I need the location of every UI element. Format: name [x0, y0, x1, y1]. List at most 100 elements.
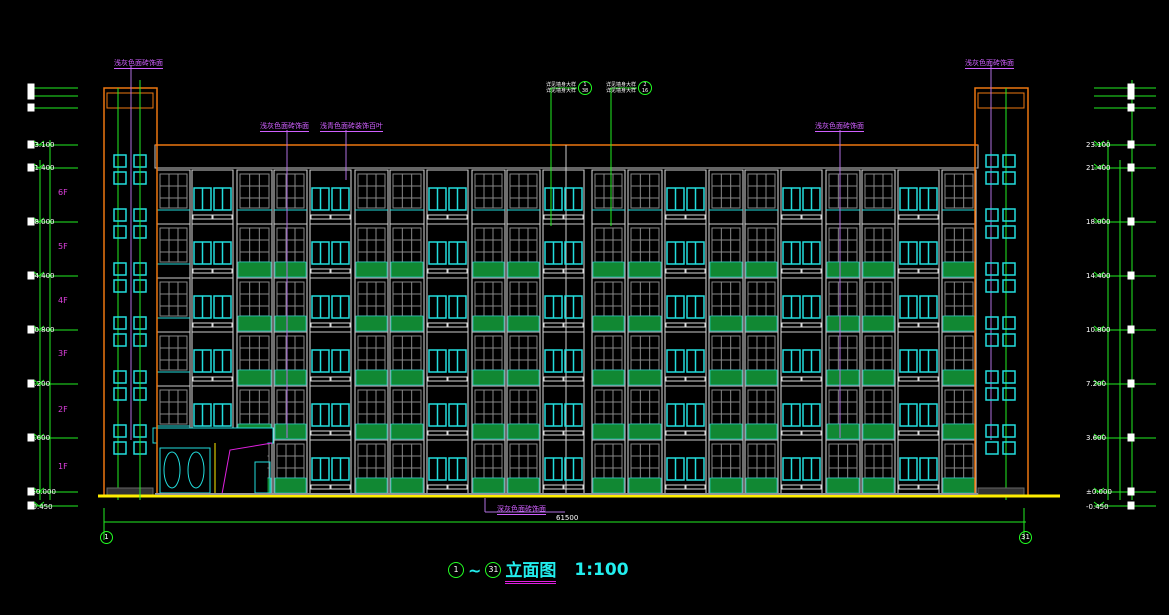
- dimension-tick-block: [27, 379, 35, 388]
- stair-tower-outline: [974, 87, 1029, 497]
- elevation-symbol: [1093, 271, 1105, 277]
- grid-window: [630, 281, 660, 317]
- balcony-railing: [472, 315, 505, 332]
- dimension-tick-block: [1127, 433, 1135, 442]
- louver: [447, 214, 468, 220]
- floor-label: 1F: [58, 462, 68, 471]
- dimension-tick-block: [1127, 325, 1135, 334]
- axis-bubble-left[interactable]: 1: [100, 531, 113, 544]
- balcony-railing: [355, 315, 388, 332]
- louver: [898, 214, 919, 220]
- axis-start-bubble: 1: [448, 562, 464, 578]
- elevation-mark: 3.600: [30, 434, 51, 442]
- grid-window: [864, 335, 893, 371]
- grid-window: [159, 335, 188, 371]
- grid-window: [276, 173, 305, 209]
- grid-window: [630, 389, 660, 425]
- elevation-mark: 7.200: [30, 380, 51, 388]
- grid-window: [357, 281, 386, 317]
- balcony-railing: [628, 477, 662, 494]
- louver: [543, 322, 564, 328]
- louver: [427, 214, 448, 220]
- floor-label: 4F: [58, 296, 68, 305]
- balcony-railing: [628, 315, 662, 332]
- louver: [330, 430, 351, 436]
- tower-parapet-box: [106, 92, 154, 109]
- vent-window: [1002, 279, 1016, 293]
- axis-bubble-right[interactable]: 31: [1019, 531, 1032, 544]
- balcony-railing: [942, 477, 976, 494]
- balcony-railing: [472, 369, 505, 386]
- balcony-railing: [745, 477, 778, 494]
- balcony-railing: [274, 423, 307, 440]
- balcony-railing: [592, 423, 625, 440]
- title-name: 立面图: [505, 556, 557, 584]
- louver: [427, 376, 448, 382]
- louver: [192, 376, 213, 382]
- balcony-railing: [390, 369, 424, 386]
- grid-window: [864, 443, 893, 479]
- elevation-symbol: [33, 217, 45, 223]
- balcony-railing: [745, 423, 778, 440]
- grid-window: [392, 281, 422, 317]
- grid-window: [944, 335, 974, 371]
- grid-window: [864, 173, 893, 209]
- vent-window: [985, 424, 999, 438]
- louver: [665, 268, 686, 274]
- balcony-railing: [592, 315, 625, 332]
- floor-label: 3F: [58, 349, 68, 358]
- louver: [447, 376, 468, 382]
- balcony-railing: [274, 315, 307, 332]
- vent-window: [1002, 424, 1016, 438]
- louver: [543, 430, 564, 436]
- floor-label: 6F: [58, 188, 68, 197]
- grid-window: [747, 335, 776, 371]
- louver: [330, 484, 351, 490]
- vent-window: [113, 262, 127, 276]
- dimension-tick-block: [1127, 379, 1135, 388]
- elevation-symbol: [33, 487, 45, 493]
- elevation-mark: 14.400: [1086, 272, 1111, 280]
- dimension-tick-block: [27, 140, 35, 149]
- grid-window: [239, 335, 270, 371]
- title-scale: 1:100: [574, 560, 629, 580]
- louver: [192, 322, 213, 328]
- balcony-railing: [355, 423, 388, 440]
- vent-window: [113, 225, 127, 239]
- grid-window: [944, 389, 974, 425]
- balcony-railing: [237, 261, 272, 278]
- elevation-mark: 14.400: [30, 272, 55, 280]
- grid-window: [239, 281, 270, 317]
- grid-window: [159, 173, 188, 209]
- louver: [781, 268, 802, 274]
- grid-window: [711, 173, 741, 209]
- vent-window: [985, 333, 999, 347]
- grid-window: [594, 227, 623, 263]
- balcony-railing: [390, 423, 424, 440]
- vent-window: [113, 154, 127, 168]
- balcony-railing: [628, 423, 662, 440]
- grid-window: [594, 281, 623, 317]
- grid-window: [357, 227, 386, 263]
- balcony-railing: [709, 369, 743, 386]
- vent-window: [113, 171, 127, 185]
- grid-window: [828, 281, 858, 317]
- louver: [543, 268, 564, 274]
- elevation-mark: 7.200: [1086, 380, 1107, 388]
- grid-window: [747, 389, 776, 425]
- louver: [685, 322, 706, 328]
- louver: [898, 268, 919, 274]
- grid-window: [159, 227, 188, 263]
- vent-window: [1002, 262, 1016, 276]
- grid-window: [711, 227, 741, 263]
- elevation-mark: 21.400: [30, 164, 55, 172]
- dimension-tick-block: [1127, 217, 1135, 226]
- grid-window: [828, 227, 858, 263]
- grid-window: [276, 281, 305, 317]
- title-tilde: ~: [468, 560, 482, 580]
- grid-window: [630, 173, 660, 209]
